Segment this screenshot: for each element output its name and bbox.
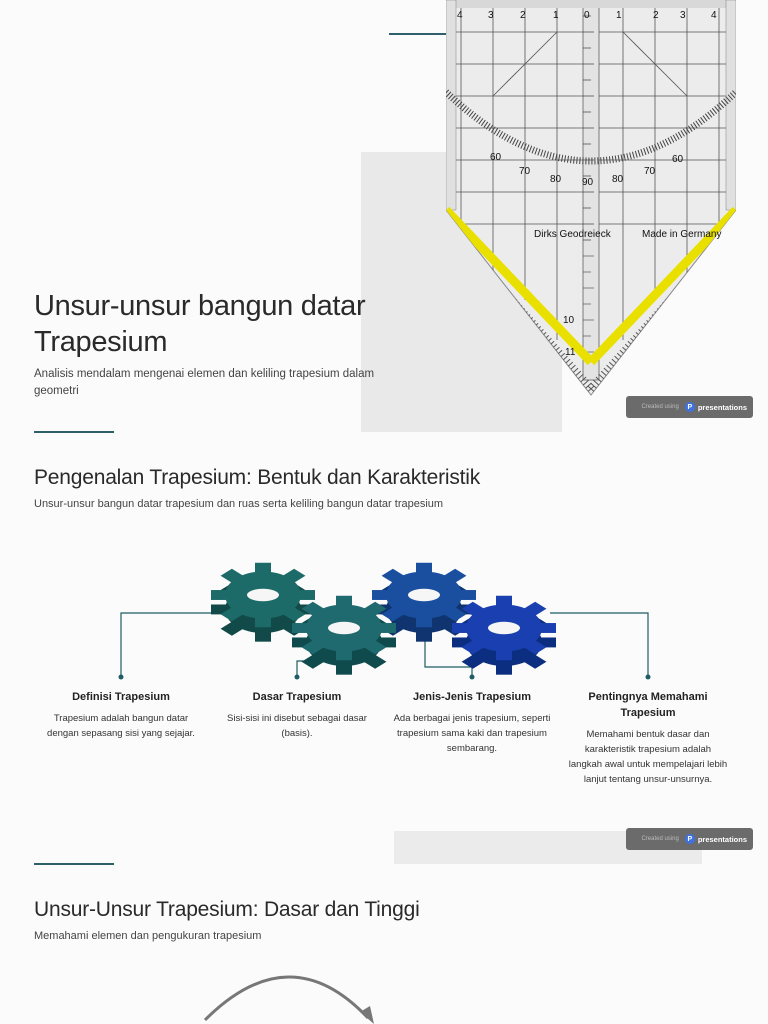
- geodreieck-ruler-image: 4 3 2 1 0 1 2 3 4 60 70 80 90 80 70 60 D…: [446, 0, 736, 396]
- feature-title-pentingnya: Pentingnya Memahami Trapesium: [588, 691, 708, 719]
- presentations-logo-icon: P: [684, 402, 695, 412]
- badge-brand-name: presentations: [697, 402, 747, 412]
- ruler-top-number: 1: [616, 10, 622, 21]
- feature-text-pentingnya: Memahami bentuk dasar dan karakteristik …: [568, 729, 728, 785]
- curved-arrow-graphic: [203, 975, 374, 1024]
- section3-subtitle: Memahami elemen dan pengukuran trapesium: [34, 930, 262, 942]
- hero-accent-line: [389, 33, 471, 35]
- hero-title: Unsur-unsur bangun datar Trapesium: [34, 290, 366, 358]
- feature-title-jenis: Jenis-Jenis Trapesium: [413, 691, 531, 703]
- feature-text-dasar: Sisi-sisi ini disebut sebagai dasar (bas…: [227, 713, 367, 739]
- ruler-top-number: 0: [584, 10, 590, 21]
- section-divider-2: [34, 863, 114, 865]
- section2-subtitle: Unsur-unsur bangun datar trapesium dan r…: [34, 498, 444, 510]
- ruler-text-left: Dirks Geodreieck: [534, 229, 612, 240]
- ruler-angle-label: 70: [519, 166, 531, 177]
- ruler-top-number: 3: [488, 10, 494, 21]
- badge-brand-name: presentations: [697, 834, 747, 844]
- ruler-angle-label: 60: [672, 154, 684, 165]
- ruler-top-number: 2: [520, 10, 526, 21]
- badge-created-label: Created using: [641, 836, 679, 842]
- ruler-text-right: Made in Germany: [642, 229, 721, 240]
- created-using-badge-2[interactable]: Created using P presentations: [626, 828, 753, 850]
- feature-title-dasar: Dasar Trapesium: [252, 691, 342, 703]
- ruler-angle-label: 70: [644, 166, 656, 177]
- created-using-badge[interactable]: Created using P presentations: [626, 396, 753, 418]
- ruler-angle-label: 80: [550, 174, 562, 185]
- ruler-top-number: 4: [711, 10, 717, 21]
- ruler-angle-label: 60: [490, 152, 502, 163]
- badge-created-label: Created using: [641, 404, 679, 410]
- ruler-top-number: 4: [457, 10, 463, 21]
- ruler-bottom-number: 10: [563, 315, 575, 326]
- ruler-top-number: 1: [553, 10, 559, 21]
- hero-subtitle: Analisis mendalam mengenai elemen dan ke…: [34, 368, 375, 397]
- feature-text-jenis: Ada berbagai jenis trapesium, seperti tr…: [393, 713, 551, 754]
- ruler-top-number: 3: [680, 10, 686, 21]
- section2-title: Pengenalan Trapesium: Bentuk dan Karakte…: [34, 466, 481, 489]
- section3-title: Unsur-Unsur Trapesium: Dasar dan Tinggi: [34, 898, 420, 921]
- ruler-bottom-number: 11: [565, 347, 576, 358]
- ruler-top-number: 2: [653, 10, 659, 21]
- ruler-angle-label: 90: [582, 177, 594, 188]
- presentations-logo-icon: P: [684, 834, 695, 844]
- ruler-angle-label: 80: [612, 174, 624, 185]
- feature-text-definisi: Trapesium adalah bangun datar dengan sep…: [47, 713, 195, 739]
- gears-diagram: [118, 562, 651, 680]
- section-divider: [34, 431, 114, 433]
- feature-title-definisi: Definisi Trapesium: [72, 691, 170, 703]
